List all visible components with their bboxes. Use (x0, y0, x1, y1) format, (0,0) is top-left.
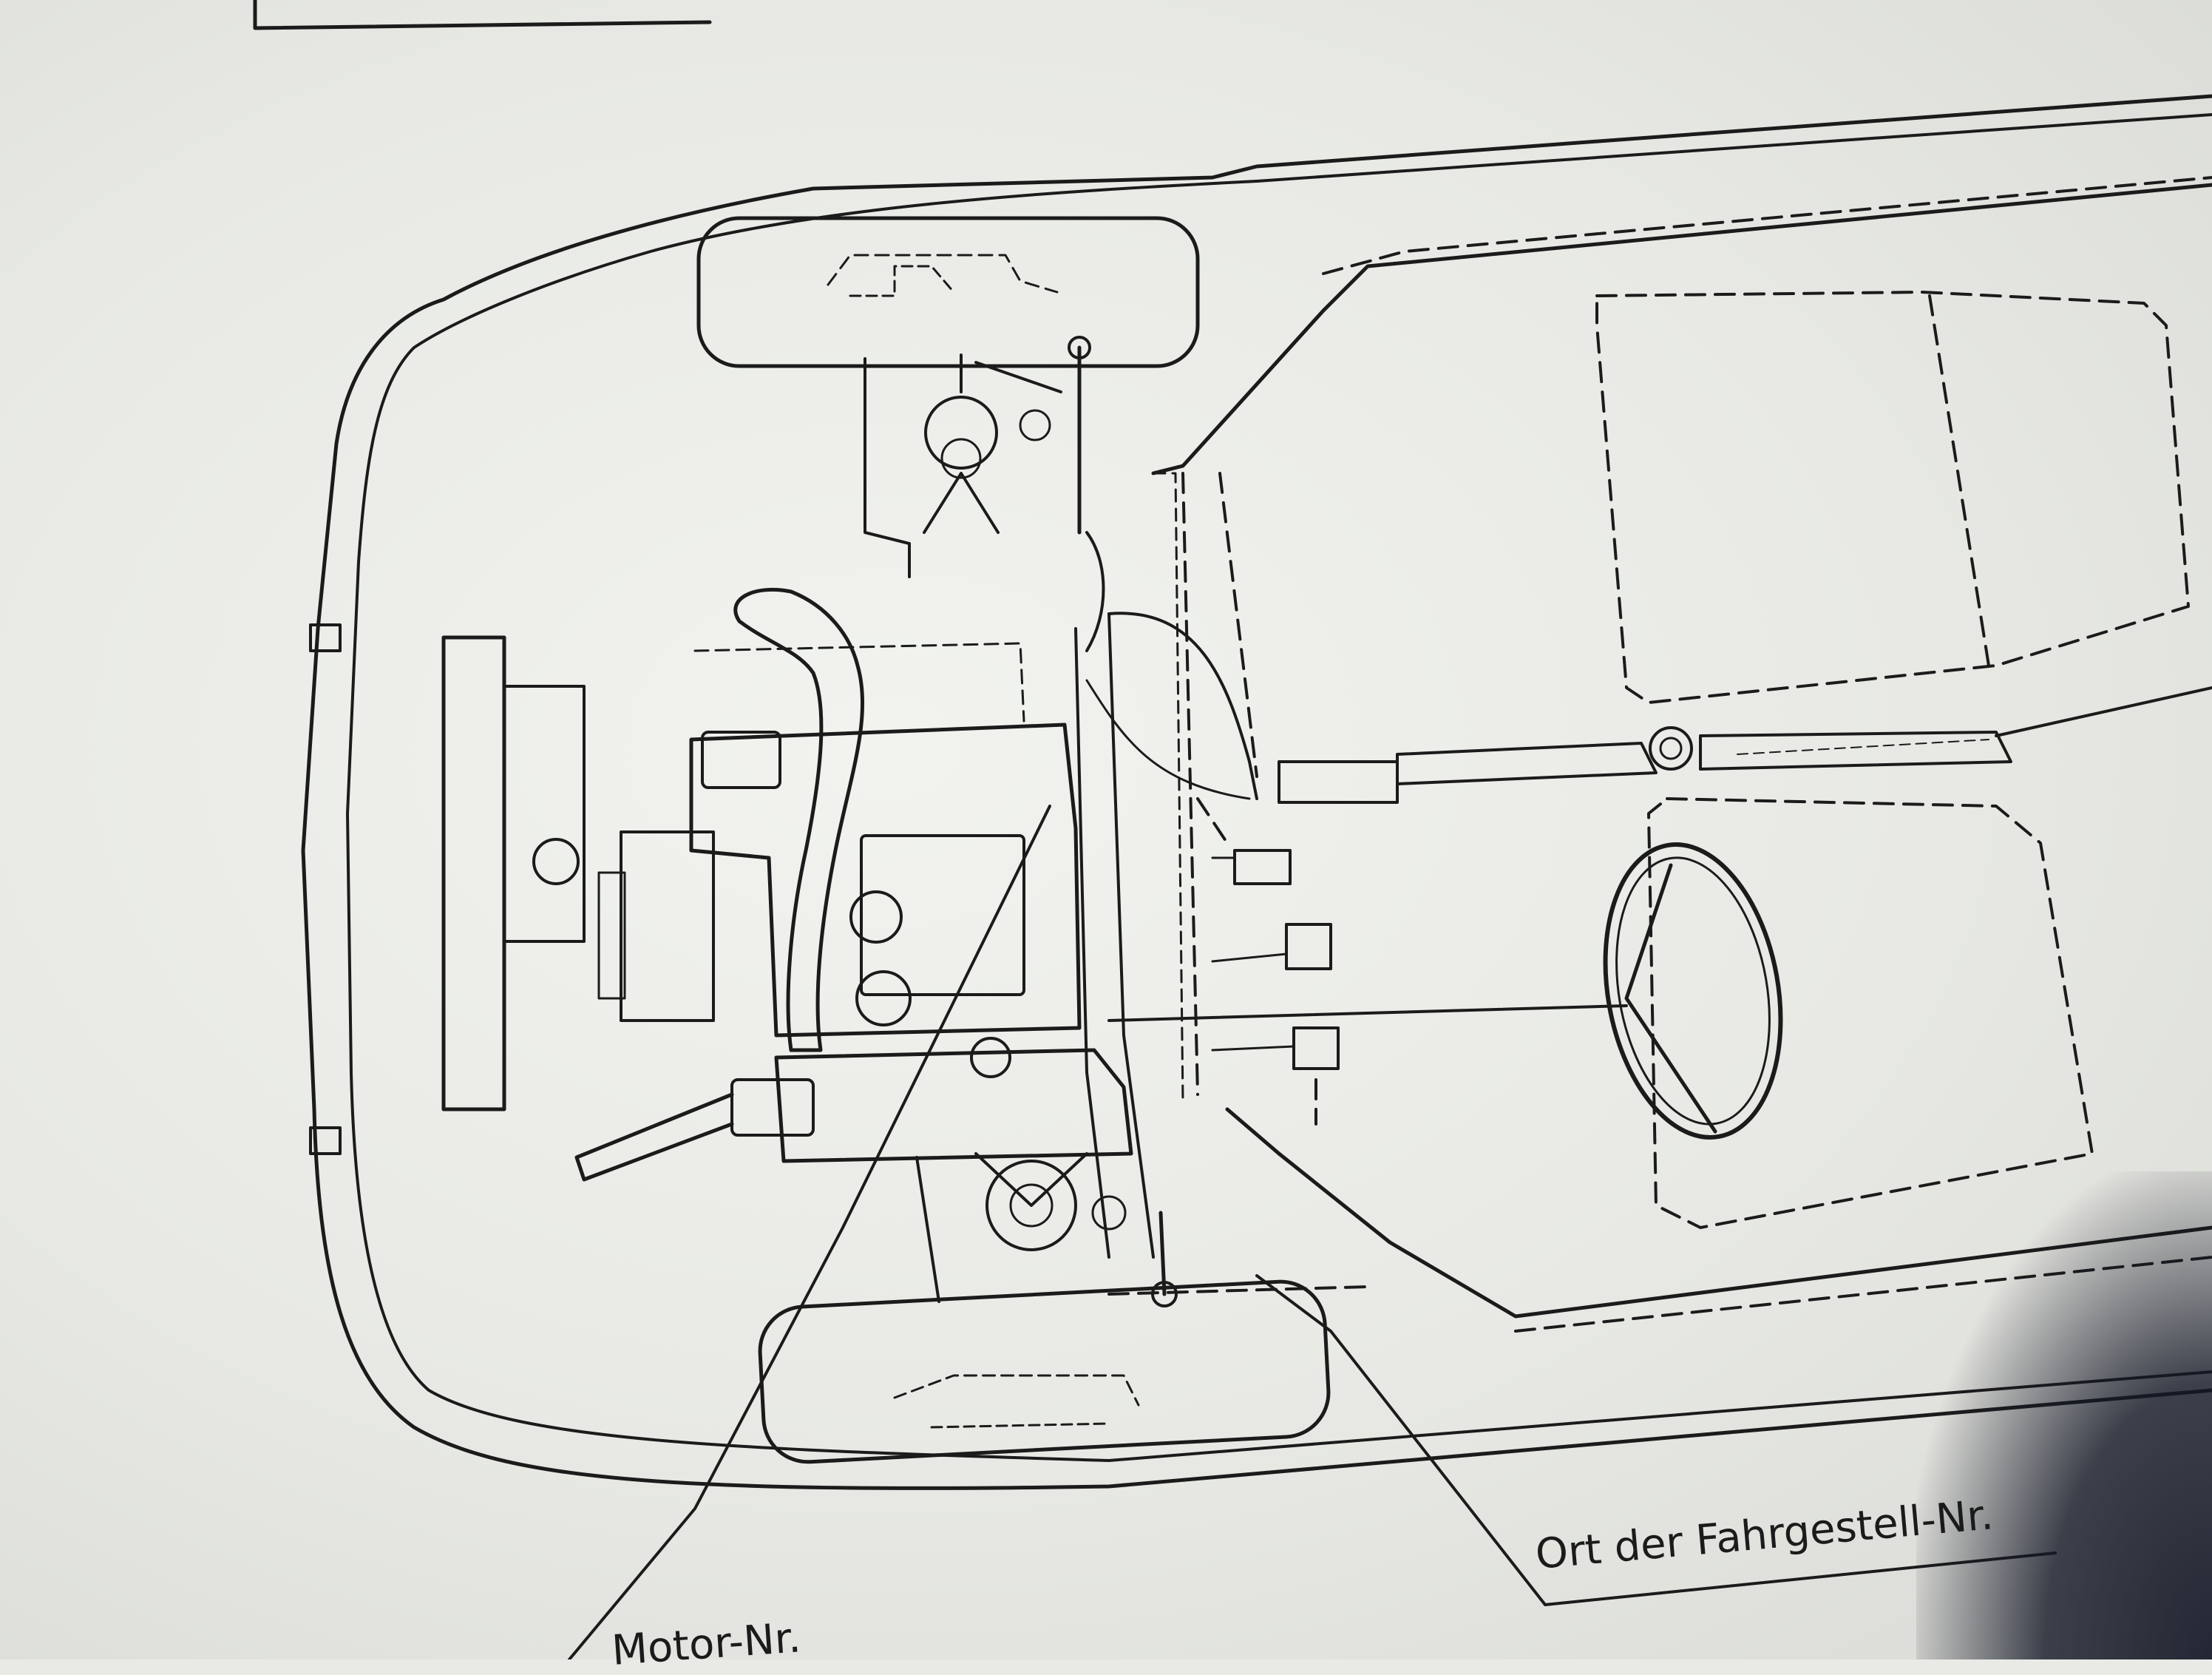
steering-wheel (1584, 830, 1802, 1151)
engine-number-leader (569, 806, 1050, 1659)
wheel-bottom (758, 1279, 1331, 1464)
wheel-top (699, 218, 1198, 366)
transmission (577, 1038, 1131, 1180)
frame-rails (1076, 532, 1257, 1257)
floor-panels (1109, 177, 2212, 1331)
crossmember-dashed (1153, 473, 1183, 1102)
photo-shadow (1916, 1171, 2212, 1659)
pedals (1109, 850, 1626, 1069)
suspension-top (865, 337, 1090, 577)
partial-box-top (255, 0, 710, 28)
suspension-bottom (917, 1154, 1176, 1306)
driveshaft (1279, 688, 2212, 802)
cabin-outline (1153, 185, 2212, 473)
intake-pipe (736, 589, 863, 1050)
